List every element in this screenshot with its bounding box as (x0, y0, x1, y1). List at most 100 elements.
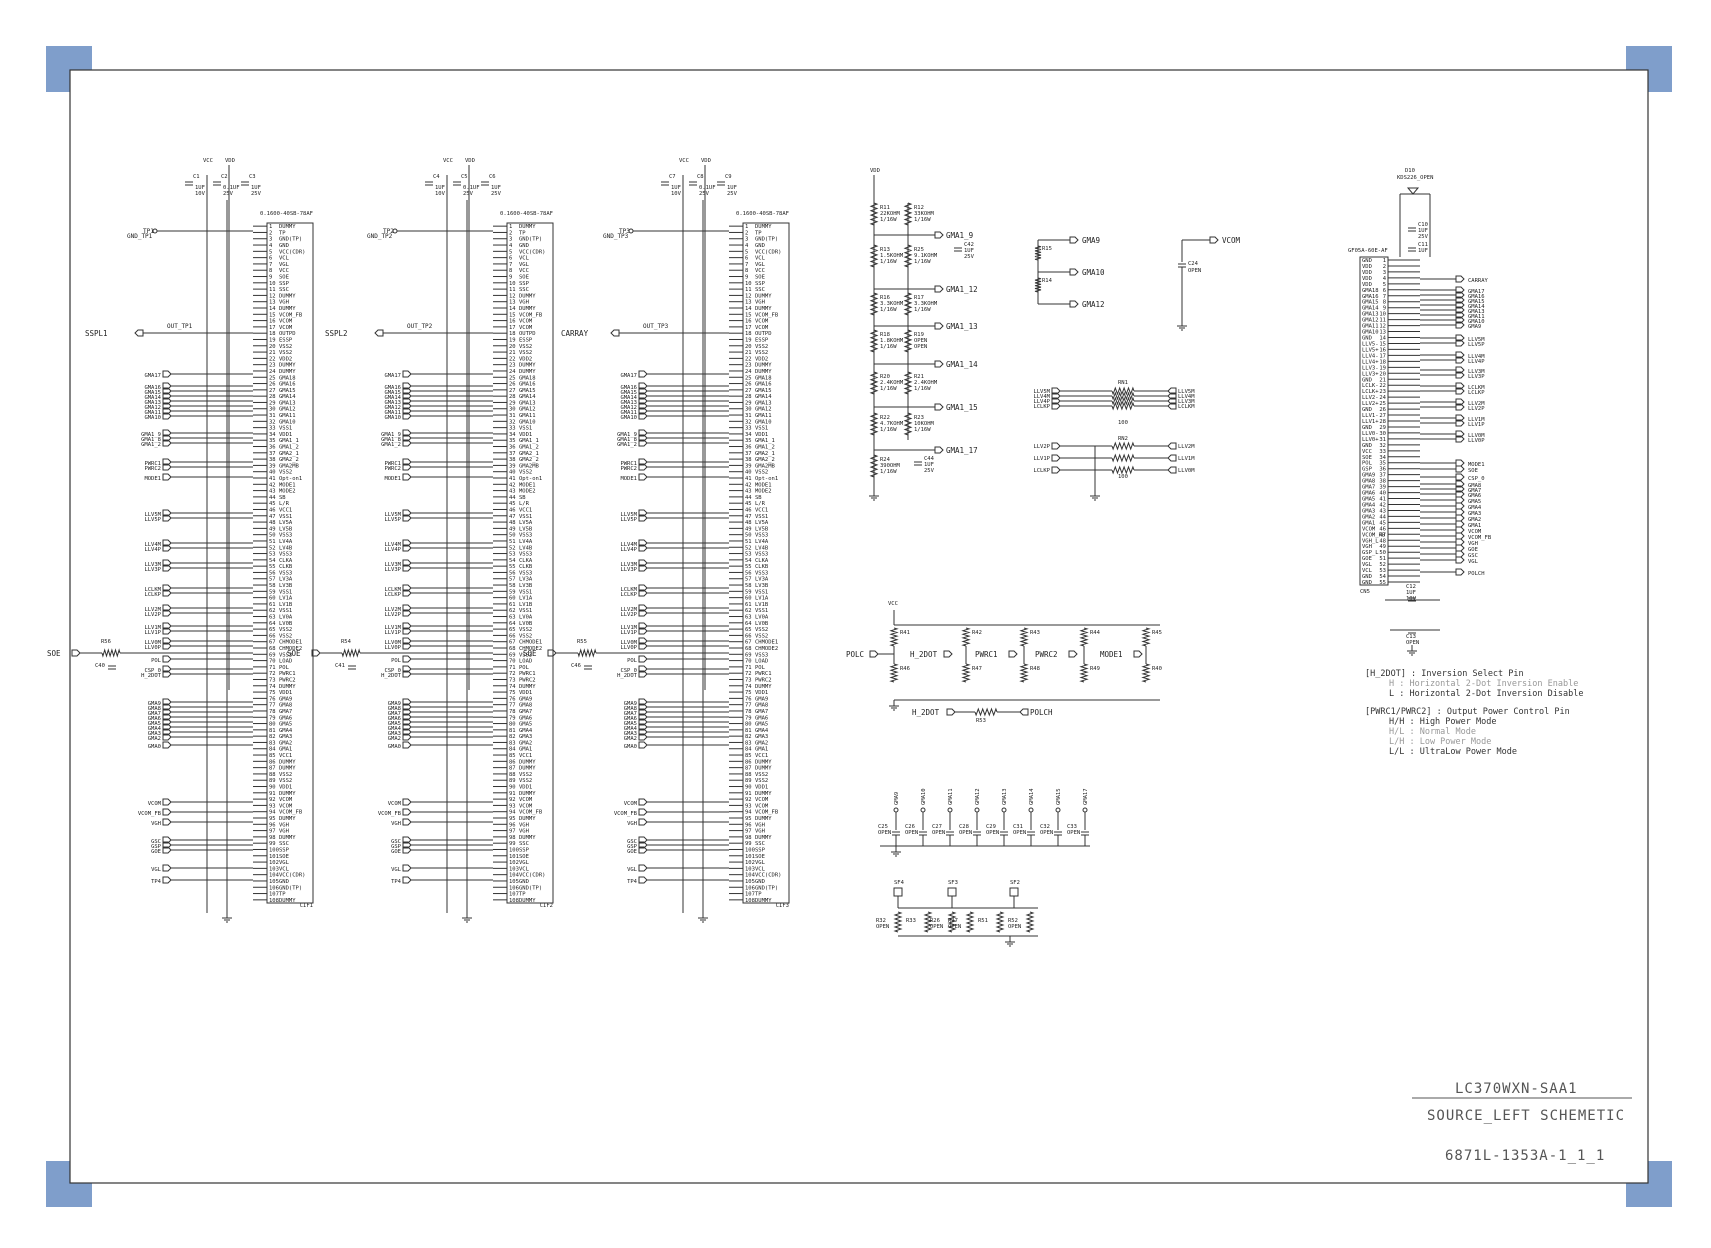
main-net-label: LLV1M (1468, 417, 1485, 423)
mode-pullup-resistor (1019, 627, 1029, 647)
pin-number: 8 (269, 268, 272, 274)
resistor-ref: R14 (1042, 278, 1053, 284)
pin-name: DUMMY (279, 898, 296, 904)
pin-name: VSS2 (279, 470, 292, 476)
connector-part-number: 0.1600-40SB-78AF (736, 211, 789, 217)
pin-number: 45 (509, 501, 516, 507)
net-flag (934, 360, 944, 368)
pin-name: LV0B (755, 621, 769, 627)
out-test-point-label: OUT_TP3 (643, 323, 669, 330)
capacitor-ref: C28 (959, 824, 969, 830)
main-net-label: VGH (1468, 541, 1478, 547)
resistor-ref: R20 (880, 374, 890, 380)
pin-name: LV5A (755, 520, 769, 526)
pin-number: 8 (745, 268, 748, 274)
main-net-label: LLV5P (1468, 342, 1485, 348)
pin-name: GMA7 (519, 709, 532, 715)
main-pin-number: 28 (1379, 419, 1386, 425)
pin-name: VCC (279, 268, 289, 274)
lvds-resistor (1111, 391, 1135, 401)
net-flag (402, 670, 412, 678)
resistor-value: OPEN (948, 924, 961, 930)
main-pin-name: GMA15 (1362, 300, 1379, 306)
pin-number: 62 (509, 608, 516, 614)
pin-number: 43 (509, 489, 516, 495)
resistor-value: OPEN (930, 924, 943, 930)
pin-number: 1 (269, 224, 272, 230)
pin-number: 6 (745, 256, 748, 262)
pin-number: 19 (269, 337, 276, 343)
capacitor-value: OPEN (932, 830, 945, 836)
resistor-ref: R32 (876, 918, 886, 924)
pin-number: 51 (269, 539, 276, 545)
soe-label: SOE (523, 649, 537, 658)
connector-ref: CIF1 (300, 903, 313, 909)
resistor-power: 1/16W (880, 307, 897, 313)
main-pin-name: GSP (1362, 467, 1373, 473)
soe-label: SOE (287, 649, 301, 658)
main-pin-name: GMA4 (1362, 502, 1376, 508)
pin-name: LV3A (519, 577, 533, 583)
pin-number: 104 (745, 873, 756, 879)
pin-name: GMA5 (519, 722, 532, 728)
pin-name: VCL (755, 256, 766, 262)
main-pin-number: 34 (1379, 455, 1386, 461)
net-flag (1455, 538, 1465, 546)
pin-number: 59 (269, 589, 276, 595)
pin-number: 73 (509, 677, 516, 683)
signal-label: GMA8 (388, 706, 401, 712)
pin-name: VCC(CDR) (755, 249, 782, 255)
net-flag (162, 627, 172, 635)
signal-label: GSC (627, 839, 637, 845)
pin-name: LV1B (519, 602, 533, 608)
pin-name: VCOM (279, 325, 293, 331)
pin-name: GMA6 (279, 715, 292, 721)
net-flag (1455, 387, 1465, 395)
pin-number: 89 (509, 778, 516, 784)
signal-label: GMA14 (384, 395, 401, 401)
soe-resistor (577, 648, 597, 658)
main-pin-number: 22 (1379, 383, 1386, 389)
net-flag (162, 670, 172, 678)
soe-capacitor-ref: C41 (335, 663, 345, 669)
main-pin-name: LCLK- (1362, 383, 1379, 389)
pin-number: 94 (509, 810, 516, 816)
pin-number: 59 (509, 589, 516, 595)
main-pin-number: 3 (1383, 270, 1386, 276)
pin-name: VSS1 (519, 426, 532, 432)
pin-name: GMA4 (519, 728, 533, 734)
pin-name: VSS1 (279, 514, 292, 520)
pin-name: VCC1 (279, 753, 292, 759)
signal-label: GSP (627, 844, 638, 850)
signal-label: PWRC1 (384, 461, 401, 467)
signal-label: GMA7 (388, 711, 401, 717)
resistor-ref: R48 (1030, 666, 1040, 672)
pin-name: VSS3 (755, 652, 768, 658)
signal-label: LCLKM (384, 587, 401, 593)
pin-number: 34 (509, 432, 516, 438)
pin-name: ESSP (279, 337, 293, 343)
pin-number: 1 (509, 224, 512, 230)
pin-name: GMA16 (755, 382, 772, 388)
pin-name: CHMODE2 (755, 646, 778, 652)
pin-number: 99 (269, 841, 276, 847)
pin-name: L/R (519, 501, 530, 507)
pin-name: Opt-on1 (279, 476, 302, 482)
pin-number: 28 (745, 394, 752, 400)
pin-name: LV5B (519, 526, 533, 532)
pin-name: DUMMY (755, 759, 772, 765)
pin-number: 61 (509, 602, 516, 608)
pin-name: CLKA (519, 558, 533, 564)
capacitor-voltage: 25V (699, 191, 710, 197)
pin-number: 16 (509, 319, 516, 325)
pin-name: MODE1 (279, 482, 296, 488)
capacitor-voltage: 10V (671, 191, 682, 197)
net-flag (162, 808, 172, 816)
gamma-bypass-caps: GMA9C25OPENGMA10C26OPENGMA11C27OPENGMA12… (878, 788, 1090, 857)
pin-name: GMA9 (755, 696, 768, 702)
pin-number: 70 (745, 659, 752, 665)
note-pwrc-hl: H/L : Normal Mode (1389, 727, 1476, 737)
pin-number: 12 (509, 293, 516, 299)
pin-number: 101 (509, 854, 519, 860)
